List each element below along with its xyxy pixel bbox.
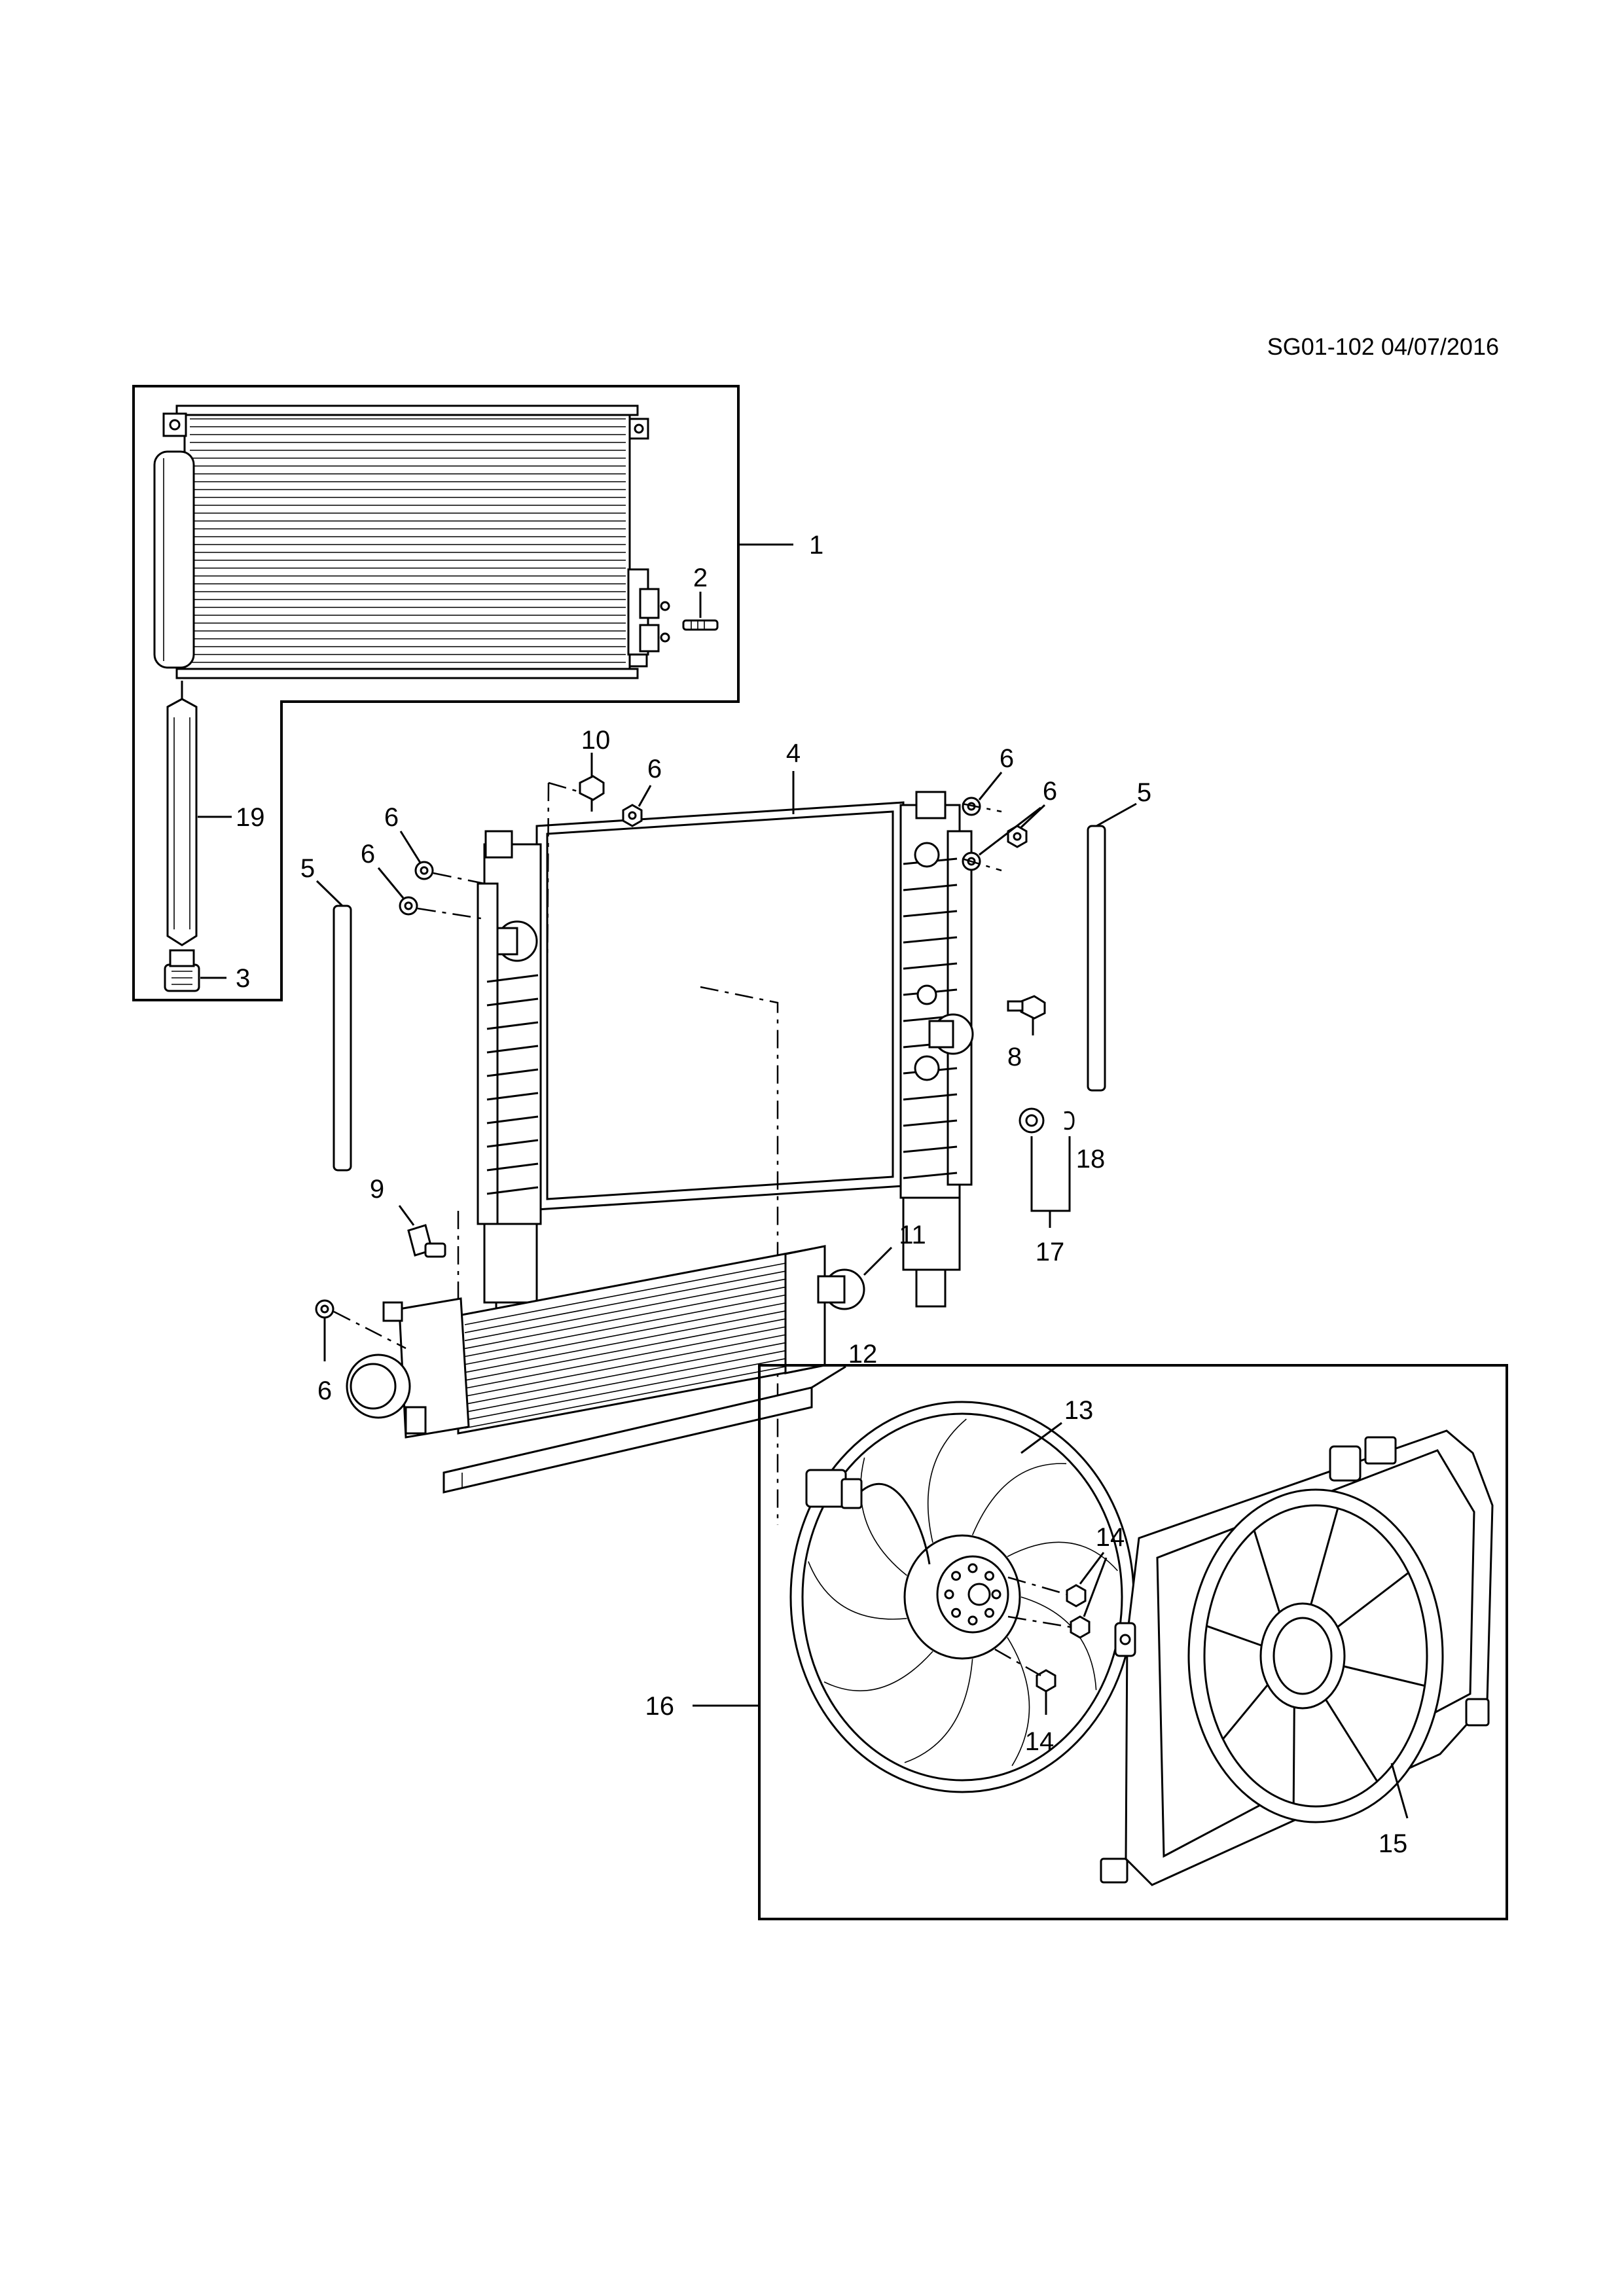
hub-bolt-holes — [944, 1563, 1001, 1626]
callout-9: 9 — [370, 1175, 384, 1204]
callout-16: 16 — [645, 1692, 675, 1721]
cooling-fan — [789, 1401, 1135, 1793]
callout-3: 3 — [236, 964, 250, 993]
charge-air-cooler — [346, 1245, 865, 1439]
callout-17: 17 — [1036, 1238, 1065, 1266]
fitting-17 — [1019, 1107, 1045, 1134]
left-tank-ribs — [486, 974, 539, 1195]
air-seal-right — [1087, 825, 1106, 1092]
callout-18: 18 — [1076, 1145, 1106, 1174]
fitting-bolt — [682, 592, 719, 631]
callout-8: 8 — [1007, 1043, 1022, 1071]
callout-6-right-mid: 6 — [1043, 777, 1057, 806]
shroud-spokes — [1206, 1508, 1425, 1804]
callout-14-bottom: 14 — [1025, 1727, 1055, 1756]
nut-14-mid — [1007, 1557, 1108, 1639]
callout-6-cooler: 6 — [317, 1376, 332, 1405]
callout-11: 11 — [899, 1221, 926, 1249]
callout-1: 1 — [809, 531, 823, 560]
bolt-8 — [1007, 995, 1046, 1035]
fan-shroud — [1100, 1429, 1494, 1886]
right-tank-ribs — [903, 857, 958, 1179]
callout-6-top: 6 — [647, 755, 662, 783]
callout-12: 12 — [848, 1340, 878, 1369]
callout-5-right: 5 — [1137, 778, 1151, 807]
diagram-reference-code: SG01-102 04/07/2016 — [1267, 333, 1499, 360]
receiver-dryer — [153, 450, 195, 669]
nut-6-top — [622, 785, 652, 827]
callout-6-left: 6 — [361, 840, 375, 869]
callout-14-top: 14 — [1096, 1523, 1125, 1552]
nut-6-left — [377, 867, 485, 920]
nut-6-right-mid — [1007, 804, 1046, 848]
radiator — [477, 791, 974, 1343]
callout-6-right-top: 6 — [1000, 744, 1014, 773]
nut-6-top-left — [548, 781, 581, 793]
nut-6-cooler — [315, 1299, 406, 1361]
callout-19: 19 — [236, 803, 265, 832]
seal-strip — [442, 1386, 813, 1494]
callout-13: 13 — [1064, 1396, 1094, 1425]
bolt-10 — [579, 753, 605, 812]
callout-5-left: 5 — [300, 854, 315, 883]
condenser-fins — [190, 418, 626, 663]
air-seal-left — [333, 905, 352, 1172]
desiccant-cartridge — [166, 681, 198, 946]
dryer-plug — [164, 949, 200, 992]
condenser — [162, 404, 670, 679]
nut-6-right-top — [962, 772, 1003, 816]
callout-6-upper-left: 6 — [384, 803, 399, 832]
nut-14-upper — [1007, 1552, 1105, 1607]
nut-6-upper-left — [399, 831, 485, 885]
nut-6-right-low — [962, 806, 1041, 872]
callout-10: 10 — [581, 726, 611, 755]
nut-14-lower — [994, 1648, 1056, 1715]
condenser-group-frame — [132, 385, 740, 1001]
fan-module-frame — [758, 1364, 1508, 1920]
callout-15: 15 — [1379, 1829, 1408, 1858]
clip-18 — [1064, 1111, 1075, 1130]
callout-2: 2 — [693, 564, 708, 592]
cooler-fins — [464, 1263, 786, 1429]
drain-plug — [398, 1205, 446, 1258]
callout-4: 4 — [786, 739, 801, 768]
